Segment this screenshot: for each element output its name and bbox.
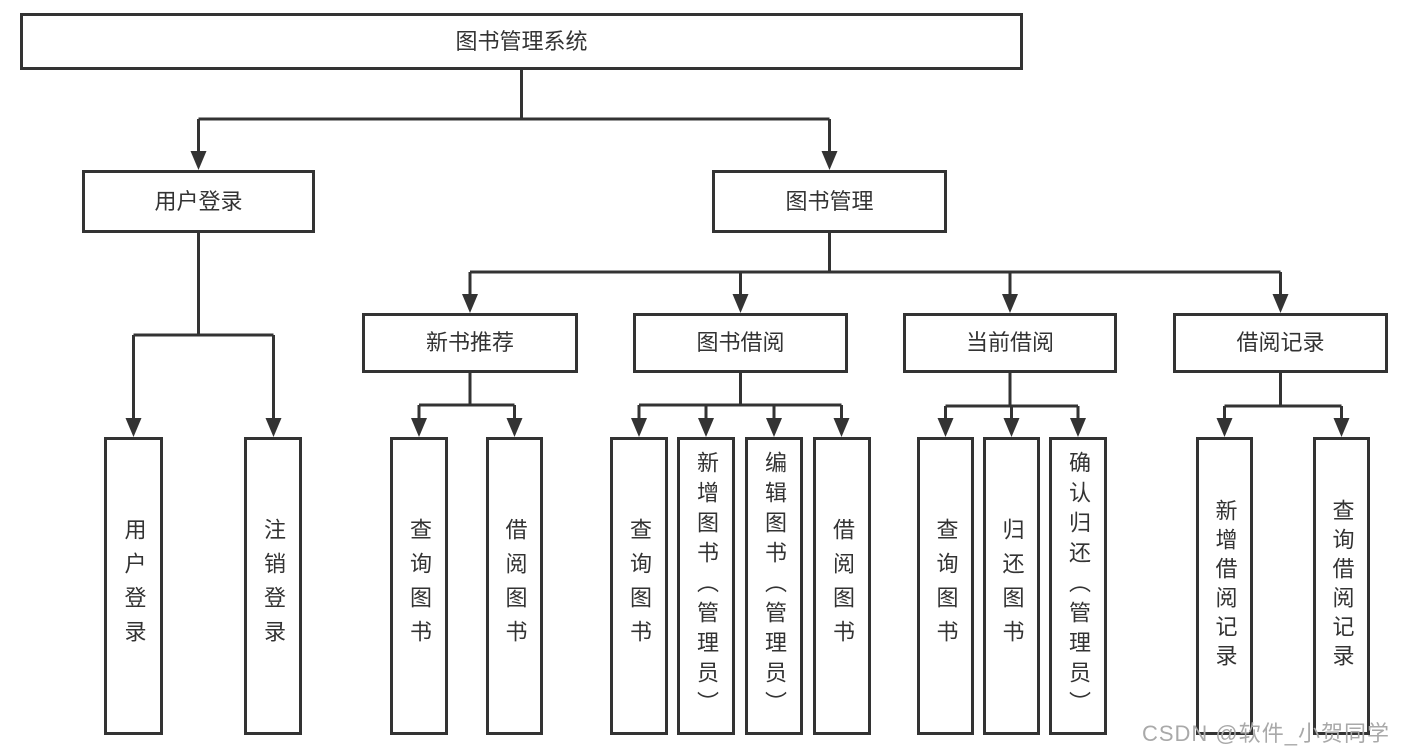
node-user-login: 用户登录 [82,170,315,233]
node-logout: 注销登录 [244,437,302,735]
arrowheads [125,151,1350,437]
node-query-books-borrowing: 查询图书 [610,437,668,735]
node-label: 查询图书 [933,518,959,654]
node-query-books-current: 查询图书 [917,437,974,735]
node-label: 当前借阅 [965,330,1054,355]
node-label: 注销登录 [261,518,286,654]
node-label: 借阅图书 [830,518,855,654]
node-label: 用户登录 [121,518,147,654]
node-book-borrowing: 图书借阅 [633,313,848,373]
node-label: 确认归还（管理员） [1066,451,1091,721]
node-borrowing-records: 借阅记录 [1173,313,1388,373]
node-borrow-books-recommend: 借阅图书 [486,437,543,735]
node-label: 新增借阅记录 [1212,499,1238,673]
node-new-book-recommendation: 新书推荐 [362,313,578,373]
node-label: 图书管理系统 [455,28,588,54]
node-add-books-admin: 新增图书（管理员） [677,437,735,735]
node-label: 查询借阅记录 [1329,499,1355,673]
node-label: 编辑图书（管理员） [762,451,787,721]
node-library-management-system: 图书管理系统 [20,13,1023,70]
node-edit-books-admin: 编辑图书（管理员） [745,437,803,735]
node-query-borrow-record: 查询借阅记录 [1313,437,1370,735]
node-label: 新增图书（管理员） [694,451,719,721]
node-label: 查询图书 [627,518,652,654]
node-add-borrow-record: 新增借阅记录 [1196,437,1253,735]
node-label: 图书借阅 [696,330,785,355]
node-current-borrowing: 当前借阅 [903,313,1117,373]
node-return-books: 归还图书 [983,437,1040,735]
node-label: 归还图书 [999,518,1025,654]
node-query-books-recommend: 查询图书 [390,437,448,735]
node-label: 图书管理 [785,188,874,214]
node-label: 用户登录 [154,188,243,214]
node-confirm-return-admin: 确认归还（管理员） [1049,437,1107,735]
connector-shafts [132,70,1343,425]
node-user-login-leaf: 用户登录 [104,437,163,735]
node-label: 新书推荐 [425,330,514,355]
node-label: 借阅记录 [1236,330,1325,355]
node-label: 借阅图书 [502,518,528,654]
node-borrow-books-borrowing: 借阅图书 [813,437,871,735]
csdn-watermark: CSDN @软件_小贺同学 [1141,721,1390,746]
node-book-management: 图书管理 [712,170,947,233]
node-label: 查询图书 [407,518,432,654]
